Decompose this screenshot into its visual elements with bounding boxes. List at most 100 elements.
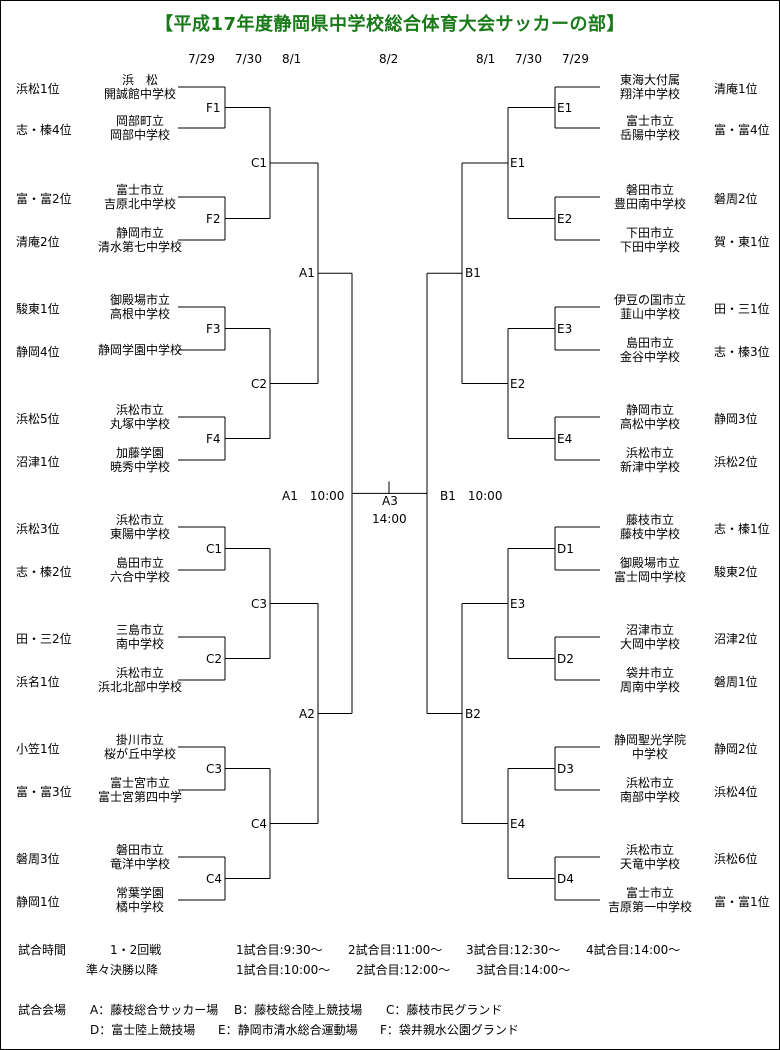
- match-node-left-r2: C3: [251, 596, 268, 611]
- school-name-line: 翔洋中学校: [619, 87, 680, 101]
- team-school: 浜松市立天竜中学校: [585, 843, 715, 871]
- team-school: 御殿場市立富士岡中学校: [585, 556, 715, 584]
- date-final: 8/2: [379, 52, 399, 66]
- school-name-line: 富士市立: [625, 886, 674, 900]
- team-school: 下田市立下田中学校: [585, 226, 715, 254]
- school-name-line: 六合中学校: [109, 570, 170, 584]
- school-name-line: 富士宮第四中学: [97, 790, 182, 804]
- school-name-line: 浜 松: [121, 73, 158, 87]
- team-school: 浜 松開誠館中学校: [75, 73, 205, 101]
- team-rank: 静岡4位: [16, 345, 60, 359]
- school-name-line: 中学校: [631, 747, 668, 761]
- team-rank: 田・三1位: [714, 302, 770, 316]
- date-right-r1: 7/29: [562, 52, 589, 66]
- page-title: 【平成17年度静岡県中学校総合体育大会サッカーの部】: [154, 14, 626, 35]
- match-node-right-r2: E1: [510, 156, 526, 170]
- school-name-line: 磐田市立: [115, 843, 164, 857]
- school-name-line: 浜松市立: [115, 513, 164, 527]
- venue-d: D：富士陸上競技場: [90, 1023, 196, 1037]
- match-node-left-r1: F1: [206, 100, 221, 115]
- match-node-right-r1: E2: [557, 211, 573, 226]
- schedule-round2: 準々決勝以降: [86, 963, 159, 977]
- team-rank: 富・富4位: [714, 123, 770, 137]
- team-rank: 富・富1位: [714, 895, 770, 909]
- team-rank: 駿東1位: [16, 302, 60, 316]
- team-school: 常葉学園橘中学校: [75, 886, 205, 914]
- match-node-right-r1: D1: [557, 541, 574, 556]
- school-name-line: 大岡中学校: [619, 637, 680, 651]
- school-name-line: 加藤学園: [115, 446, 164, 460]
- school-name-line: 金谷中学校: [619, 350, 680, 364]
- schedule-r1-slot4: 4試合目:14:00～: [586, 943, 681, 957]
- match-node-left-r2: C4: [251, 816, 268, 831]
- school-name-line: 三島市立: [115, 623, 164, 637]
- team-rank: 富・富2位: [16, 192, 72, 206]
- team-school: 加藤学園暁秀中学校: [75, 446, 205, 474]
- schedule-r2-slot2: 2試合目:12:00～: [356, 963, 451, 977]
- date-right-r2: 7/30: [515, 52, 542, 66]
- school-name-line: 豊田南中学校: [613, 197, 686, 211]
- match-node-left-r1: C1: [206, 541, 223, 556]
- school-name-line: 富士市立: [115, 183, 164, 197]
- team-school: 富士市立吉原北中学校: [75, 183, 205, 211]
- team-school: 富士宮市立富士宮第四中学: [75, 776, 205, 804]
- schedule-round1: 1・2回戦: [110, 943, 162, 957]
- schedule-r2-slot1: 1試合目:10:00～: [236, 963, 331, 977]
- school-name-line: 藤枝中学校: [619, 527, 680, 541]
- team-rank: 磐周2位: [714, 192, 758, 206]
- school-name-line: 島田市立: [625, 336, 674, 350]
- team-school: 富士市立岳陽中学校: [585, 114, 715, 142]
- school-name-line: 常葉学園: [115, 886, 164, 900]
- team-rank: 浜松2位: [714, 455, 758, 469]
- school-name-line: 南部中学校: [619, 790, 680, 804]
- match-node-right-r2: E4: [510, 816, 526, 831]
- school-name-line: 丸塚中学校: [109, 417, 170, 431]
- school-name-line: 吉原北中学校: [103, 197, 176, 211]
- team-school: 磐田市立豊田南中学校: [585, 183, 715, 211]
- school-name-line: 東陽中学校: [109, 527, 170, 541]
- school-name-line: 岡部中学校: [109, 128, 170, 142]
- team-school: 浜松市立東陽中学校: [75, 513, 205, 541]
- schedule-r1-slot2: 2試合目:11:00～: [348, 943, 443, 957]
- school-name-line: 浜松市立: [625, 776, 674, 790]
- team-rank: 賀・東1位: [714, 235, 770, 249]
- semifinal-right-label: B1 10:00: [440, 489, 503, 503]
- match-node-right-r3: B1: [465, 266, 481, 281]
- team-rank: 浜松1位: [16, 82, 60, 96]
- team-rank: 志・榛3位: [714, 345, 770, 359]
- school-name-line: 橘中学校: [115, 900, 164, 914]
- match-node-right-r3: B2: [465, 706, 481, 721]
- school-name-line: 東海大付属: [619, 73, 680, 87]
- school-name-line: 岳陽中学校: [619, 128, 680, 142]
- date-right-r3: 8/1: [476, 52, 496, 66]
- school-name-line: 韮山中学校: [619, 307, 680, 321]
- match-node-left-r2: C1: [251, 156, 268, 170]
- school-name-line: 御殿場市立: [109, 293, 170, 307]
- schedule-label: 試合時間: [18, 943, 67, 957]
- match-node-left-r2: C2: [251, 376, 268, 391]
- school-name-line: 御殿場市立: [619, 556, 680, 570]
- school-name-line: 暁秀中学校: [109, 460, 170, 474]
- school-name-line: 富士市立: [625, 114, 674, 128]
- school-name-line: 静岡聖光学院: [613, 733, 686, 747]
- school-name-line: 南中学校: [115, 637, 164, 651]
- team-rank: 沼津1位: [16, 455, 60, 469]
- school-name-line: 下田中学校: [619, 240, 680, 254]
- team-school: 磐田市立竜洋中学校: [75, 843, 205, 871]
- school-name-line: 周南中学校: [619, 680, 680, 694]
- school-name-line: 高松中学校: [619, 417, 680, 431]
- school-name-line: 浜松市立: [115, 666, 164, 680]
- school-name-line: 下田市立: [625, 226, 674, 240]
- team-school: 静岡市立清水第七中学校: [75, 226, 205, 254]
- match-node-right-r2: E2: [510, 376, 526, 391]
- school-name-line: 富士岡中学校: [613, 570, 686, 584]
- semifinal-left-label: A1 10:00: [282, 489, 345, 503]
- team-rank: 浜松5位: [16, 412, 60, 426]
- match-node-right-r1: D4: [557, 871, 574, 886]
- school-name-line: 吉原第一中学校: [607, 900, 692, 914]
- team-school: 島田市立六合中学校: [75, 556, 205, 584]
- team-school: 袋井市立周南中学校: [585, 666, 715, 694]
- team-rank: 浜松4位: [714, 785, 758, 799]
- school-name-line: 磐田市立: [625, 183, 674, 197]
- team-school: 静岡聖光学院中学校: [585, 733, 715, 761]
